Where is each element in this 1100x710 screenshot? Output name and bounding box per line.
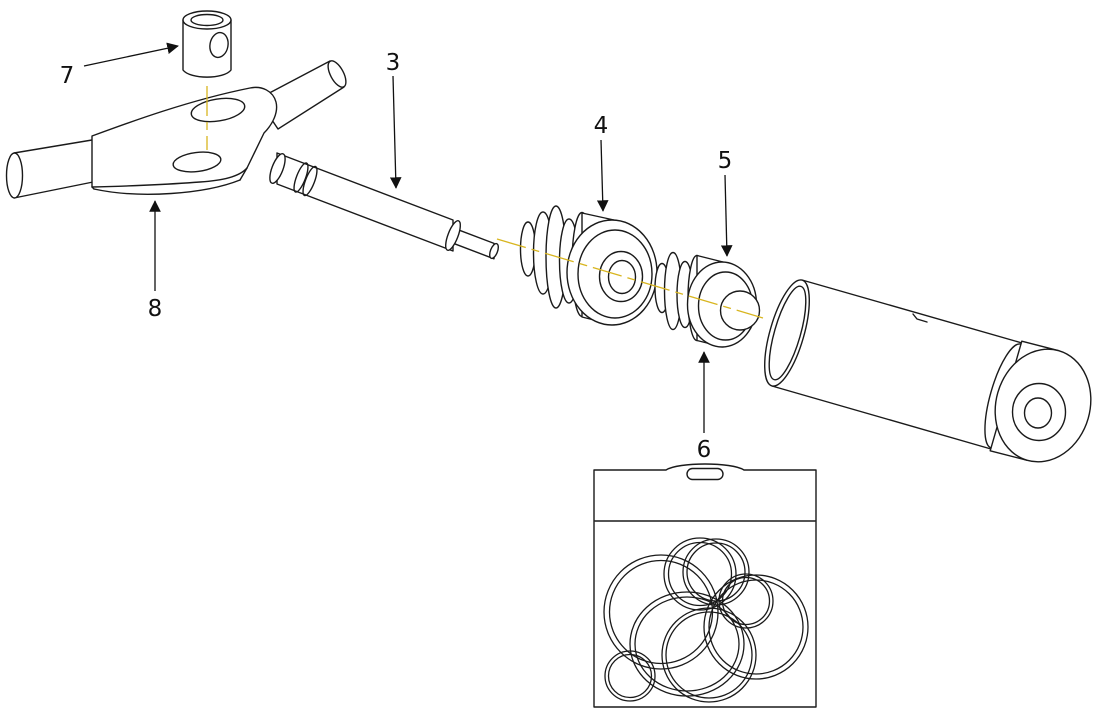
o-rings [603,537,809,703]
callout-arrow-7 [83,42,179,67]
yoke-bracket-part [5,60,347,199]
yoke-plate [91,86,278,195]
yoke-lower-hole [172,151,222,173]
cylinder-end-hole [1011,382,1067,442]
top-sleeve-part [182,10,232,78]
shaft-rod-part [269,152,500,260]
callout-label-4: 4 [594,113,609,139]
callout-arrow-5 [720,174,733,257]
main-axis-centerline [496,238,764,319]
grooved-bushing-large-part [519,205,658,326]
sleeve-side-hole [209,31,229,59]
callout-arrows [83,42,733,433]
callout-label-5: 5 [718,148,733,174]
callout-label-8: 8 [148,296,163,322]
yoke-right-shaft [257,60,347,130]
centerline-axis [206,86,764,319]
callout-label-7: 7 [60,63,75,89]
callout-label-6: 6 [697,437,712,463]
callout-label-3: 3 [386,50,401,76]
bag-hang-slot [686,467,724,481]
o-ring [604,650,656,702]
callout-arrow-3 [389,75,402,189]
cylinder-body-part [764,279,1092,463]
callout-labels: 3 4 5 6 7 8 [60,50,733,463]
o-ring [661,607,757,703]
callout-arrow-4 [596,139,609,212]
yoke-top-hole [190,97,246,123]
o-ring-bag [593,463,817,708]
grooved-bushing-small-part [654,251,761,348]
yoke-left-shaft [5,138,99,199]
